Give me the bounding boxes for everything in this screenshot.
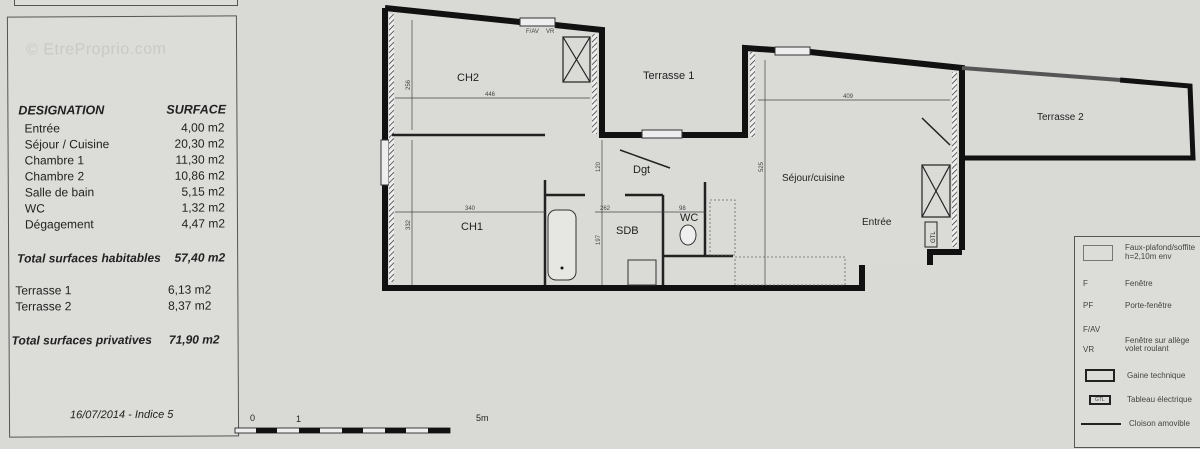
outer-walls (382, 5, 1196, 291)
scale-label-5m: 5m (476, 413, 489, 423)
dim-sdb-height: 197 (596, 234, 602, 245)
room-label-entree: Entrée (862, 217, 892, 228)
legend-label: Faux-plafond/soffite h=2,10m env (1125, 243, 1196, 261)
room-label-dgt: Dgt (633, 164, 650, 176)
window-mark-vr: VR (546, 29, 555, 35)
kitchen-counter (709, 199, 846, 286)
legend-symbol: F (1083, 279, 1088, 288)
window (380, 139, 390, 186)
legend-label: Tableau électrique (1127, 395, 1192, 404)
legend-label: Gaine technique (1127, 371, 1186, 380)
dim-ch1-height: 332 (406, 219, 412, 230)
dim-ch1-width: 340 (465, 206, 476, 212)
electric-panel (924, 221, 938, 248)
room-label-ch1: CH1 (461, 221, 483, 233)
window (774, 46, 811, 56)
room-label-ch2: CH2 (457, 72, 479, 84)
scale-label-1: 1 (296, 414, 302, 424)
room-label-sdb: SDB (616, 225, 639, 237)
dim-sejour-height: 525 (759, 161, 765, 172)
sink-icon (627, 259, 657, 286)
technical-shaft-symbol (1085, 369, 1115, 382)
dim-sejour-width: 409 (843, 94, 854, 100)
false-ceiling-symbol (1083, 245, 1113, 261)
legend-label: Cloison amovible (1129, 419, 1190, 428)
legend-symbol: F/AV (1083, 325, 1101, 334)
window (519, 17, 556, 27)
scale-label-0: 0 (250, 413, 256, 423)
room-label-terrasse1: Terrasse 1 (643, 70, 694, 82)
technical-shaft (562, 36, 951, 218)
removable-partition-symbol (1081, 423, 1121, 425)
legend-label: Porte-fenêtre (1125, 301, 1172, 310)
terrace-railing (961, 66, 1121, 82)
legend-label: Fenêtre sur allège volet roulant (1125, 336, 1190, 353)
room-label-gtl: GTL (931, 231, 937, 243)
dim-sdb-width: 262 (600, 206, 611, 212)
toilet-icon (679, 224, 697, 246)
room-label-wc: WC (680, 212, 698, 224)
legend-label: Fenêtre (1125, 279, 1153, 288)
dim-ch2-width: 446 (485, 92, 496, 98)
bathtub-icon (547, 209, 577, 281)
dim-ch2-height: 256 (406, 79, 412, 90)
window (641, 129, 683, 139)
header-box (14, 0, 238, 6)
legend-symbol: GTL (1089, 395, 1111, 405)
room-label-sejour: Séjour/cuisine (782, 173, 845, 184)
dim-dgt-height: 120 (596, 161, 602, 172)
window-mark-fav: F/AV (526, 29, 539, 35)
legend: Faux-plafond/soffite h=2,10m env F Fenêt… (1074, 236, 1200, 448)
room-label-terrasse2: Terrasse 2 (1037, 112, 1084, 123)
dim-wc-width: 98 (679, 206, 686, 212)
legend-symbol: PF (1083, 301, 1094, 310)
legend-symbol: VR (1083, 345, 1095, 354)
scale-bar (234, 427, 451, 434)
